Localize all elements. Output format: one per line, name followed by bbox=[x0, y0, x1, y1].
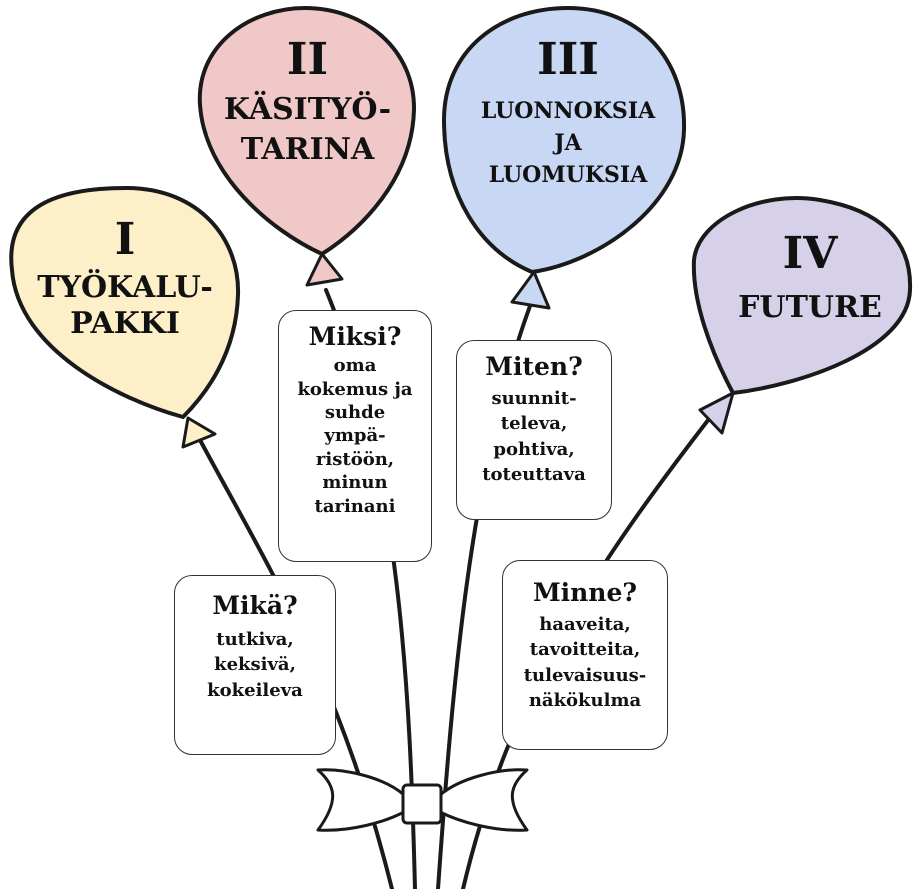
balloon-3-body bbox=[441, 5, 687, 275]
question-miksi-line-2: kokemus ja bbox=[297, 378, 413, 400]
question-box-minne: Minne? haaveita, tavoitteita, tulevaisuu… bbox=[502, 560, 668, 750]
bow-left-loop bbox=[316, 768, 406, 832]
balloon-2-title-line-2: TARINA bbox=[240, 132, 375, 167]
bow bbox=[316, 768, 529, 832]
balloon-1-body bbox=[9, 185, 241, 420]
balloon-3-knot bbox=[510, 270, 551, 310]
balloon-4-numeral: IV bbox=[782, 228, 838, 279]
balloon-2-numeral: II bbox=[286, 34, 329, 85]
question-mika-line-1: tutkiva, bbox=[216, 629, 294, 651]
question-miksi-line-3: suhde bbox=[324, 402, 386, 424]
balloon-1 bbox=[9, 185, 241, 449]
question-miksi-line-6: minun bbox=[322, 472, 388, 494]
question-miksi-line-5: ristöön, bbox=[315, 448, 395, 470]
question-minne-line-1: haaveita, bbox=[539, 614, 631, 636]
balloon-4-label: IV FUTURE bbox=[716, 232, 904, 326]
question-miten-line-2: televa, bbox=[500, 413, 568, 435]
question-minne-heading: Minne? bbox=[532, 578, 638, 607]
balloon-1-label: I TYÖKALU- PAKKI bbox=[14, 218, 236, 342]
balloon-2-title-line-1: KÄSITYÖ- bbox=[223, 92, 392, 127]
question-miten-line-4: toteuttava bbox=[482, 463, 586, 485]
question-miksi-line-1: oma bbox=[333, 355, 377, 377]
question-minne-line-3: tulevaisuus- bbox=[523, 664, 647, 686]
question-mika-heading: Mikä? bbox=[212, 591, 298, 620]
balloon-1-title-line-1: TYÖKALU- bbox=[37, 270, 213, 305]
question-box-mika: Mikä? tutkiva, keksivä, kokeileva bbox=[174, 575, 336, 755]
question-miten-line-3: pohtiva, bbox=[493, 438, 575, 460]
question-box-miten: Miten? suunnit- televa, pohtiva, toteutt… bbox=[456, 340, 612, 520]
balloon-4-knot bbox=[698, 391, 735, 435]
balloon-3-label: III LUONNOKSIA JA LUOMUKSIA bbox=[452, 38, 684, 192]
question-minne-line-2: tavoitteita, bbox=[529, 639, 641, 661]
balloon-3-title-line-1: LUONNOKSIA bbox=[480, 98, 656, 124]
balloon-1-title-line-2: PAKKI bbox=[70, 306, 180, 341]
question-miten-line-1: suunnit- bbox=[491, 388, 577, 410]
balloon-4-title-line-1: FUTURE bbox=[738, 290, 882, 325]
bow-right-loop bbox=[438, 768, 529, 832]
question-box-miksi: Miksi? oma kokemus ja suhde ympä- ristöö… bbox=[278, 310, 432, 562]
balloon-3-title-line-3: LUOMUKSIA bbox=[488, 161, 648, 188]
bow-knot bbox=[401, 783, 443, 825]
question-mika-line-3: kokeileva bbox=[207, 679, 303, 701]
balloon-3-title-line-2: JA bbox=[554, 129, 582, 156]
balloon-1-numeral: I bbox=[114, 214, 136, 265]
balloon-1-knot bbox=[181, 416, 217, 449]
balloon-2 bbox=[197, 5, 417, 287]
balloon-2-knot bbox=[305, 252, 344, 287]
question-miksi-line-4: ympä- bbox=[324, 425, 386, 447]
balloon-4-body bbox=[691, 196, 913, 396]
balloon-2-label: II KÄSITYÖ- TARINA bbox=[200, 38, 415, 168]
question-mika-line-2: keksivä, bbox=[214, 654, 296, 676]
question-minne-line-4: näkökulma bbox=[528, 689, 642, 711]
balloon-2-body bbox=[197, 5, 417, 257]
question-miksi-heading: Miksi? bbox=[308, 322, 402, 351]
balloon-4 bbox=[691, 196, 913, 435]
balloon-3-numeral: III bbox=[537, 34, 599, 85]
question-miksi-line-7: tarinani bbox=[314, 495, 396, 517]
balloon-3 bbox=[441, 5, 687, 310]
question-miten-heading: Miten? bbox=[485, 352, 583, 381]
